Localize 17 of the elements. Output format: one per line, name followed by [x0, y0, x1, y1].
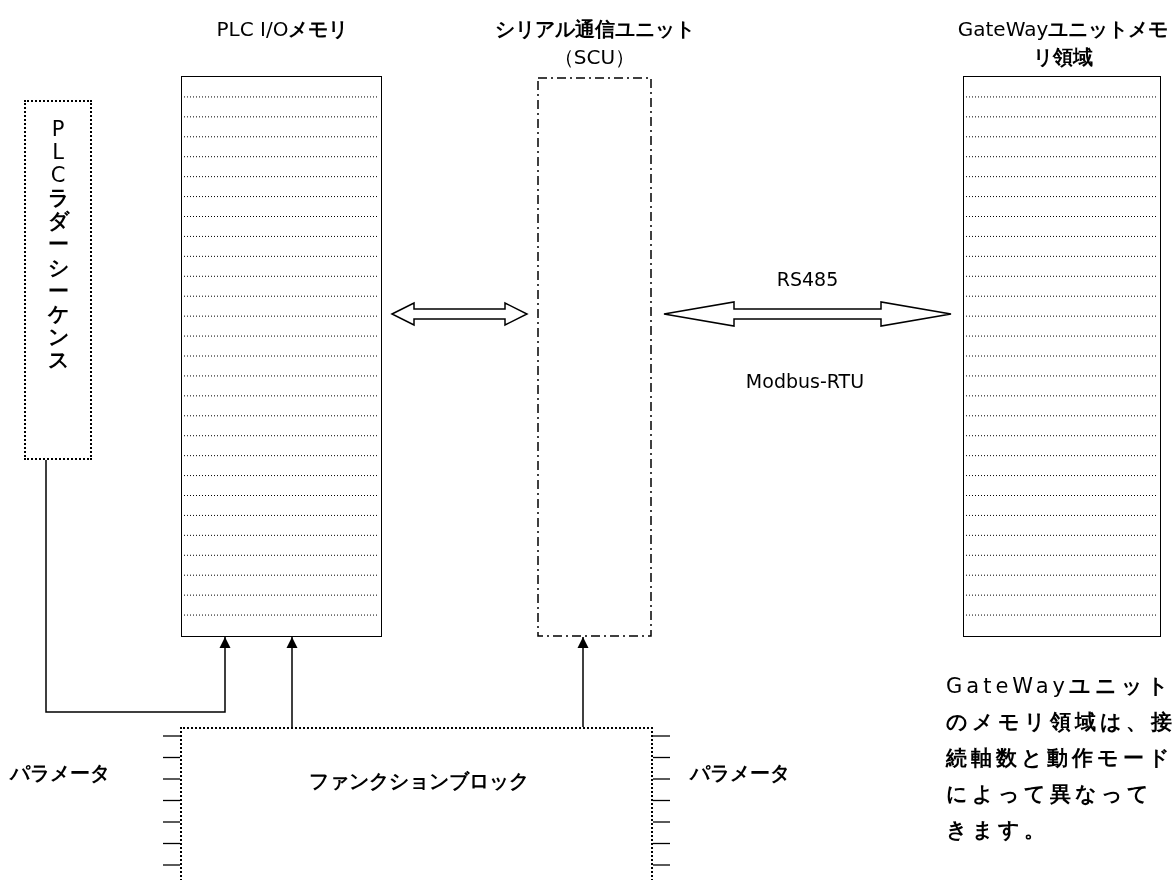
sequence-box: [24, 100, 92, 460]
column-heading: PLC I/Oメモリ: [215, 16, 350, 43]
parameter-label: パラメータ: [690, 760, 790, 787]
vertical-label: PLCラダーシーケンス: [47, 118, 69, 373]
double-arrow: [663, 301, 952, 327]
function-block-box: [180, 727, 653, 880]
arrow: [45, 459, 231, 713]
arrow: [577, 636, 589, 728]
column-heading: GateWayユニットメモリ領域: [956, 16, 1170, 71]
protocol-label: Modbus-RTU: [745, 370, 865, 392]
note-text: GateWayユニットのメモリ領域は、接続軸数と動作モードによって異なってきます。: [946, 673, 1176, 844]
parameter-label: パラメータ: [10, 760, 110, 787]
column-heading: シリアル通信ユニット: [493, 16, 696, 43]
column-heading: （SCU）: [552, 44, 637, 71]
double-arrow: [390, 301, 529, 327]
arrow: [286, 636, 298, 728]
block-title: ファンクションブロック: [307, 768, 530, 795]
